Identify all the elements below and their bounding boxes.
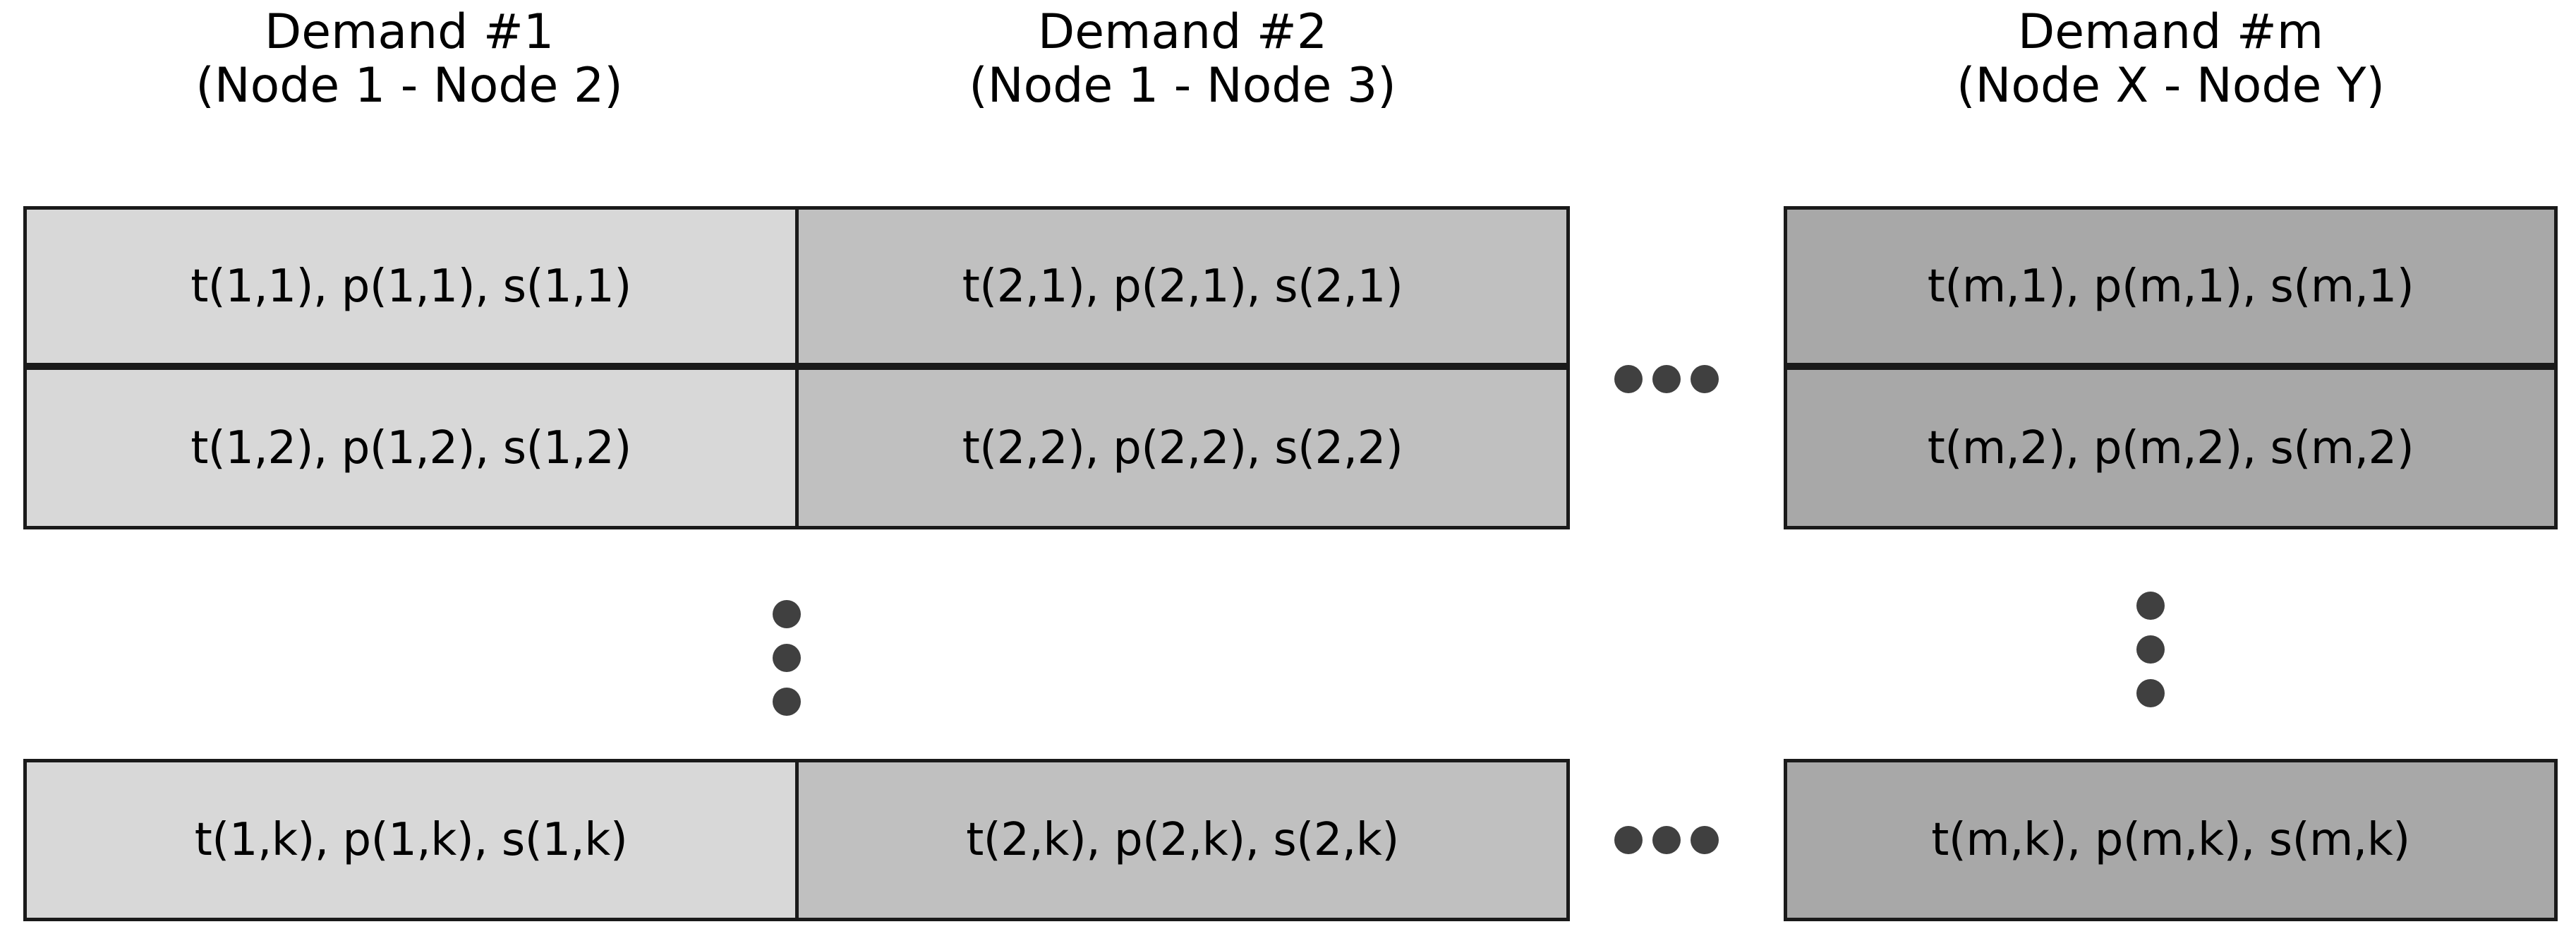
column-header-subtitle: (Node 1 - Node 3) bbox=[969, 58, 1396, 114]
ellipsis-dot bbox=[1652, 826, 1681, 854]
matrix-cell-d1-r2: t(1,2), p(1,2), s(1,2) bbox=[23, 366, 795, 529]
matrix-cell-dm-rk: t(m,k), p(m,k), s(m,k) bbox=[1784, 759, 2558, 921]
matrix-cell-d2-rk: t(2,k), p(2,k), s(2,k) bbox=[795, 759, 1570, 921]
vertical-ellipsis-icon-left bbox=[773, 600, 801, 716]
column-header-title: Demand #m bbox=[2017, 4, 2324, 60]
horizontal-ellipsis-icon-top bbox=[1614, 365, 1719, 393]
ellipsis-dot bbox=[773, 600, 801, 628]
matrix-cell-text: t(1,k), p(1,k), s(1,k) bbox=[194, 814, 628, 866]
column-header-demand-m: Demand #m (Node X - Node Y) bbox=[1784, 4, 2558, 114]
matrix-cell-d2-r1: t(2,1), p(2,1), s(2,1) bbox=[795, 206, 1570, 366]
matrix-cell-text: t(2,1), p(2,1), s(2,1) bbox=[962, 260, 1403, 313]
ellipsis-dot bbox=[1614, 826, 1643, 854]
vertical-ellipsis-icon-right bbox=[2136, 592, 2165, 707]
matrix-cell-dm-r1: t(m,1), p(m,1), s(m,1) bbox=[1784, 206, 2558, 366]
matrix-cell-text: t(2,2), p(2,2), s(2,2) bbox=[962, 421, 1403, 474]
column-header-demand-1: Demand #1 (Node 1 - Node 2) bbox=[23, 4, 795, 114]
column-header-subtitle: (Node X - Node Y) bbox=[1956, 58, 2385, 114]
matrix-cell-text: t(2,k), p(2,k), s(2,k) bbox=[966, 814, 1399, 866]
matrix-cell-text: t(m,1), p(m,1), s(m,1) bbox=[1927, 260, 2414, 313]
column-header-demand-2: Demand #2 (Node 1 - Node 3) bbox=[795, 4, 1570, 114]
ellipsis-dot bbox=[2136, 635, 2165, 664]
column-header-title: Demand #1 bbox=[264, 4, 555, 60]
matrix-cell-text: t(m,k), p(m,k), s(m,k) bbox=[1931, 814, 2410, 866]
ellipsis-dot bbox=[1614, 365, 1643, 393]
matrix-cell-dm-r2: t(m,2), p(m,2), s(m,2) bbox=[1784, 366, 2558, 529]
horizontal-ellipsis-icon-bottom bbox=[1614, 826, 1719, 854]
matrix-cell-text: t(1,2), p(1,2), s(1,2) bbox=[191, 421, 631, 474]
matrix-cell-d1-r1: t(1,1), p(1,1), s(1,1) bbox=[23, 206, 795, 366]
ellipsis-dot bbox=[1691, 365, 1719, 393]
matrix-cell-text: t(m,2), p(m,2), s(m,2) bbox=[1927, 421, 2414, 474]
matrix-cell-text: t(1,1), p(1,1), s(1,1) bbox=[191, 260, 631, 313]
ellipsis-dot bbox=[2136, 592, 2165, 620]
ellipsis-dot bbox=[773, 644, 801, 672]
ellipsis-dot bbox=[1691, 826, 1719, 854]
column-header-subtitle: (Node 1 - Node 2) bbox=[195, 58, 623, 114]
matrix-cell-d2-r2: t(2,2), p(2,2), s(2,2) bbox=[795, 366, 1570, 529]
column-header-title: Demand #2 bbox=[1037, 4, 1328, 60]
ellipsis-dot bbox=[1652, 365, 1681, 393]
ellipsis-dot bbox=[773, 688, 801, 716]
matrix-cell-d1-rk: t(1,k), p(1,k), s(1,k) bbox=[23, 759, 795, 921]
ellipsis-dot bbox=[2136, 679, 2165, 707]
